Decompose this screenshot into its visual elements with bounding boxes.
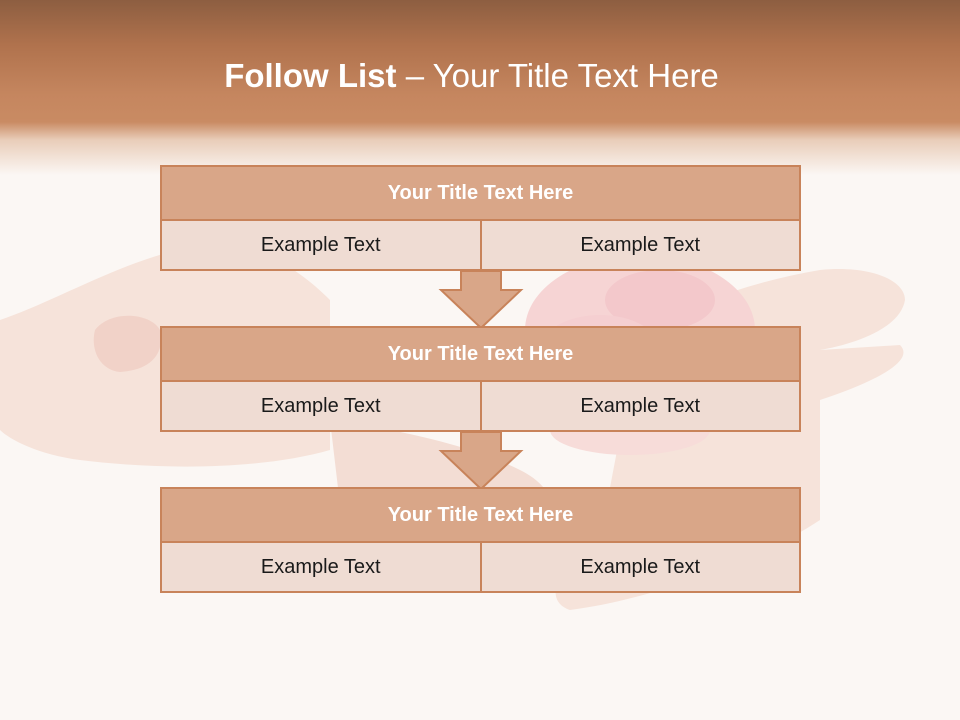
block-row: Example Text Example Text (160, 382, 801, 432)
header-band (0, 0, 960, 175)
follow-block-3: Your Title Text Here Example Text Exampl… (160, 487, 801, 593)
follow-block-1: Your Title Text Here Example Text Exampl… (160, 165, 801, 271)
block-cell-left: Example Text (160, 543, 481, 593)
down-arrow-icon (438, 270, 524, 330)
block-title: Your Title Text Here (160, 487, 801, 543)
slide-title-rest: – Your Title Text Here (396, 57, 719, 94)
block-cell-right: Example Text (480, 221, 801, 271)
block-cell-left: Example Text (160, 382, 481, 432)
block-cell-right: Example Text (480, 382, 801, 432)
slide-title-bold: Follow List (224, 57, 397, 94)
block-cell-right: Example Text (480, 543, 801, 593)
block-cell-left: Example Text (160, 221, 481, 271)
down-arrow-icon (438, 431, 524, 491)
slide-title: Follow List – Your Title Text Here (0, 54, 943, 98)
follow-block-2: Your Title Text Here Example Text Exampl… (160, 326, 801, 432)
block-title: Your Title Text Here (160, 165, 801, 221)
block-row: Example Text Example Text (160, 221, 801, 271)
block-title: Your Title Text Here (160, 326, 801, 382)
block-row: Example Text Example Text (160, 543, 801, 593)
